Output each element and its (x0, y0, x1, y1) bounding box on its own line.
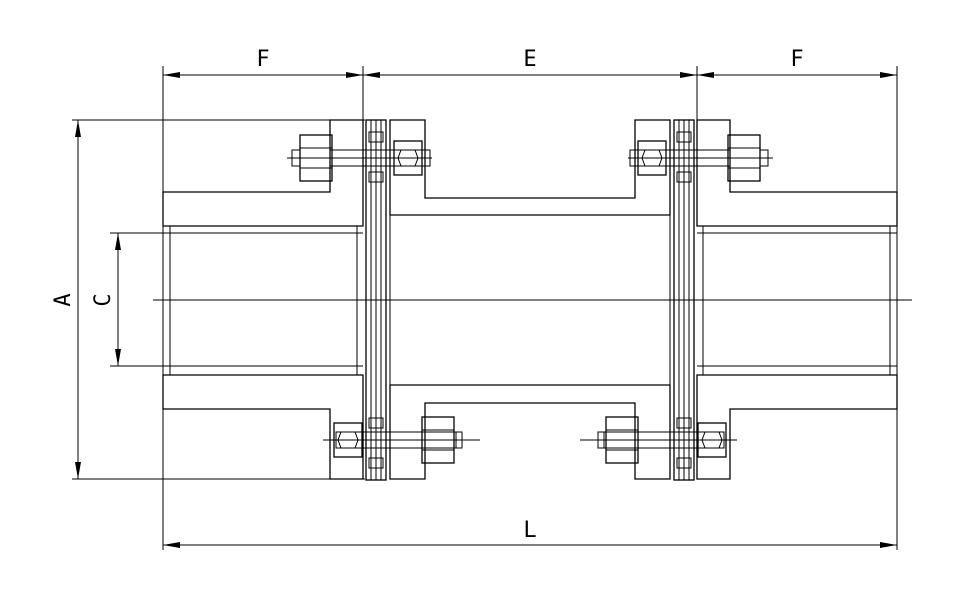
bolt-upper-right (628, 134, 773, 182)
label-c: C (91, 293, 116, 306)
dimension-e (363, 72, 697, 78)
label-f-left: F (256, 47, 269, 72)
bolt-lower-left (323, 416, 480, 464)
spacer-tube (389, 119, 671, 480)
extension-lines (72, 66, 898, 550)
right-hub (696, 119, 898, 480)
label-e: E (523, 47, 536, 72)
label-l: L (523, 518, 536, 543)
left-hub (162, 119, 364, 480)
left-disc-pack (365, 119, 387, 481)
bolt-upper-left (287, 134, 432, 182)
dimension-l (163, 542, 897, 548)
bolt-lower-right (580, 416, 737, 464)
dimension-a (75, 120, 81, 479)
right-disc-pack (673, 119, 695, 481)
dimension-f-right (697, 72, 897, 78)
dimension-f-left (163, 72, 363, 78)
label-f-right: F (790, 47, 803, 72)
label-a: A (51, 293, 76, 306)
dimension-c (115, 233, 121, 366)
